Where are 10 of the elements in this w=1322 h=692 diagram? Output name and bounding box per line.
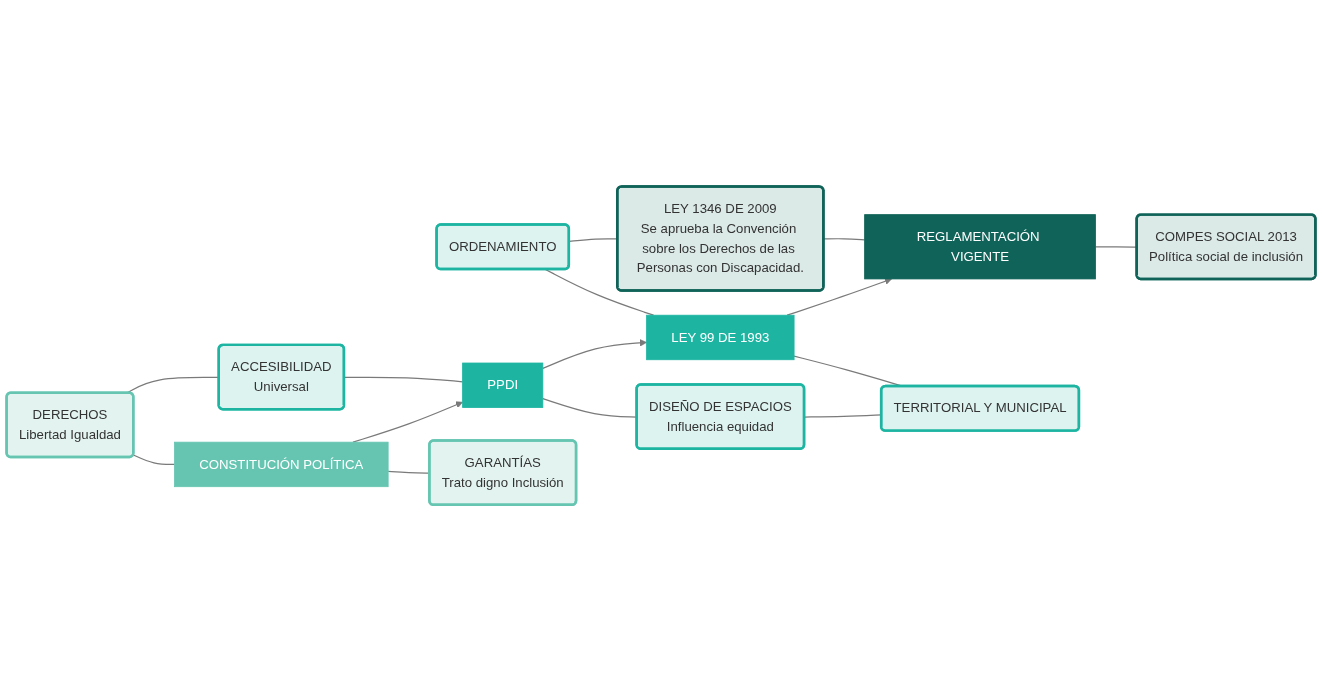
connector — [132, 454, 176, 466]
connector — [343, 377, 464, 383]
node-box: CONSTITUCIÓN POLÍTICA — [174, 442, 389, 488]
node-box: REGLAMENTACIÓN VIGENTE — [864, 214, 1096, 280]
connector — [823, 238, 866, 241]
arrow — [786, 278, 892, 317]
arrow — [542, 339, 647, 370]
arrow — [352, 401, 463, 444]
node-box: PPDI — [462, 362, 544, 409]
node-box: LEY 99 DE 1993 — [646, 315, 795, 361]
